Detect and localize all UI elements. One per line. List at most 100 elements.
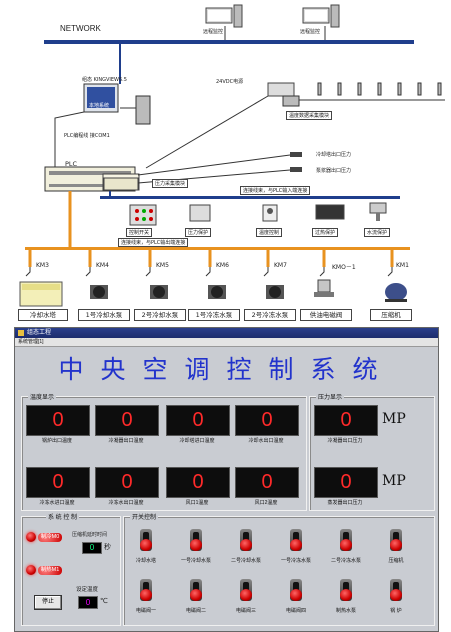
- switch-label: 二号冷却水泵: [230, 558, 261, 564]
- equipment-label: 2号冷冻水泵: [244, 309, 296, 321]
- contactor-label: KMO－1: [332, 264, 356, 271]
- temp-readout: 0: [26, 467, 90, 498]
- temp-label: 冷却塔进口温度: [179, 438, 215, 444]
- network-label: NETWORK: [60, 24, 101, 33]
- temp-label: 冷却水出口温度: [248, 438, 284, 444]
- contactor-label: KM5: [156, 262, 169, 269]
- switch-lamp-icon: [240, 589, 252, 601]
- temp-label: 锅炉出口温度: [41, 438, 72, 444]
- equipment-label: 2号冷却水泵: [134, 309, 186, 321]
- host-label: 本地系统: [89, 103, 110, 109]
- temp-label: 冷冻水进口温度: [39, 500, 75, 506]
- pump-outlet-pressure-label: 泵浆器出口压力: [316, 168, 352, 174]
- temperature-panel-title: 温度显示: [28, 392, 57, 401]
- switch-label: 冷却水塔: [135, 558, 156, 564]
- switch-lamp-icon: [190, 539, 202, 551]
- switch-lamp-icon: [240, 539, 252, 551]
- switch-label: 电磁阀二: [185, 608, 206, 614]
- remote-monitor-label: 远程监控: [300, 29, 321, 35]
- contactor-label: KM4: [96, 262, 109, 269]
- topology-diagram: [19, 4, 445, 307]
- app-icon: [18, 330, 24, 336]
- flow-protect-icon: [369, 202, 387, 221]
- switch-lamp-icon: [390, 539, 402, 551]
- equipment-label: 供油电磁阀: [300, 309, 352, 321]
- contactor-label: KM1: [396, 262, 409, 269]
- pressure-unit: MP: [382, 411, 406, 427]
- remote-pc-icon: [302, 4, 340, 28]
- temp-label: 冷冻水出口温度: [108, 500, 144, 506]
- window-titlebar: 组态工程: [15, 328, 438, 338]
- temp-label: 风口1温度: [185, 500, 209, 506]
- system-control-title: 系 统 控 制: [46, 512, 80, 521]
- temp-control-icon: [262, 204, 278, 222]
- heating-mode-button[interactable]: 制热M1: [38, 566, 62, 575]
- remote-pc-icon: [205, 4, 243, 28]
- menu-bar: 系统管理[1]: [15, 338, 438, 347]
- output-bus-label: 连接线束，与PLC输出端连接: [118, 238, 189, 247]
- input-bus: [100, 196, 400, 199]
- temp-readout: 0: [235, 405, 299, 436]
- software-note: 组态 KINGVIEW6.5: [82, 77, 127, 83]
- setpoint-value[interactable]: 0: [78, 596, 98, 609]
- system-control-panel: 系 统 控 制 制冷M0 压缩机延时时间 0 秒 制热M1 设定温度 停止 0 …: [21, 512, 121, 626]
- menu-system-management[interactable]: 系统管理[1]: [18, 339, 44, 345]
- pressure-unit: MP: [382, 473, 406, 489]
- cooling-mode-button[interactable]: 制冷M0: [38, 533, 62, 542]
- switch-lamp-icon: [190, 589, 202, 601]
- contactor-label: KM6: [216, 262, 229, 269]
- equipment-label: 压缩机: [370, 309, 412, 321]
- switch-lamp-icon: [140, 589, 152, 601]
- input-bus-label: 连接线束，与PLC输入端连接: [240, 186, 311, 195]
- switch-label: 锅 炉: [390, 608, 402, 614]
- setpoint-label: 设定温度: [76, 587, 99, 593]
- pump-icon: [150, 285, 168, 299]
- switch-lamp-icon: [340, 539, 352, 551]
- host-pc-icon: [83, 83, 151, 125]
- input-device-label: 水流保护: [364, 228, 391, 237]
- overheat-protect-icon: [315, 204, 345, 220]
- temp-readout: 0: [95, 405, 159, 436]
- pump-icon: [266, 285, 284, 299]
- compressor-delay-label: 压缩机延时时间: [72, 532, 108, 538]
- switch-lamp-icon: [290, 589, 302, 601]
- plc-cable-note: PLC编程线 接COM1: [64, 133, 110, 139]
- pressure-panel: 压力显示 0 MP 冷凝器出口压力 0 MP 蒸发器出口压力: [309, 392, 435, 511]
- switch-label: 电磁阀四: [285, 608, 306, 614]
- temp-module-label: 温度数据采集模块: [286, 111, 333, 120]
- network-bus: [44, 40, 414, 44]
- cooling-tower-icon: [19, 281, 63, 307]
- switch-label: 二号冷冻水泵: [330, 558, 361, 564]
- solenoid-valve-icon: [314, 279, 334, 297]
- power-supply-label: 24VDC电源: [216, 79, 244, 85]
- input-device-label: 过热保护: [312, 228, 339, 237]
- setpoint-unit: ℃: [100, 597, 108, 605]
- switch-control-title: 开关控制: [130, 512, 159, 521]
- contactor-label: KM3: [36, 262, 49, 269]
- input-device-label: 温度控制: [256, 228, 283, 237]
- input-device-label: 控制开关: [126, 228, 153, 237]
- cooling-mode-lamp-icon: [26, 532, 36, 542]
- switch-lamp-icon: [140, 539, 152, 551]
- window-title: 组态工程: [27, 330, 52, 336]
- pressure-label: 蒸发器出口压力: [327, 500, 363, 506]
- switch-lamp-icon: [290, 539, 302, 551]
- pressure-panel-title: 压力显示: [316, 392, 345, 401]
- contactor-label: KM7: [274, 262, 287, 269]
- stop-button[interactable]: 停止: [34, 595, 62, 610]
- temp-label: 冷凝器出口温度: [108, 438, 144, 444]
- control-switch-icon: [129, 204, 157, 226]
- temperature-panel: 温度显示 0 锅炉出口温度 0 冷凝器出口温度 0 冷却塔进口温度 0 冷却水出…: [21, 392, 307, 511]
- plc-label: PLC: [65, 160, 78, 168]
- compressor-delay-value[interactable]: 0: [82, 542, 102, 554]
- temp-readout: 0: [26, 405, 90, 436]
- equipment-label: 1号冷冻水泵: [188, 309, 240, 321]
- output-bus: [25, 247, 410, 250]
- pump-icon: [208, 285, 226, 299]
- remote-monitor-label: 远程监控: [203, 29, 224, 35]
- equipment-label: 冷却水塔: [18, 309, 68, 321]
- switch-label: 一号冷冻水泵: [280, 558, 311, 564]
- pump-icon: [90, 285, 108, 299]
- pressure-module-label: 压力采集模块: [152, 179, 189, 188]
- switch-label: 电磁阀三: [235, 608, 256, 614]
